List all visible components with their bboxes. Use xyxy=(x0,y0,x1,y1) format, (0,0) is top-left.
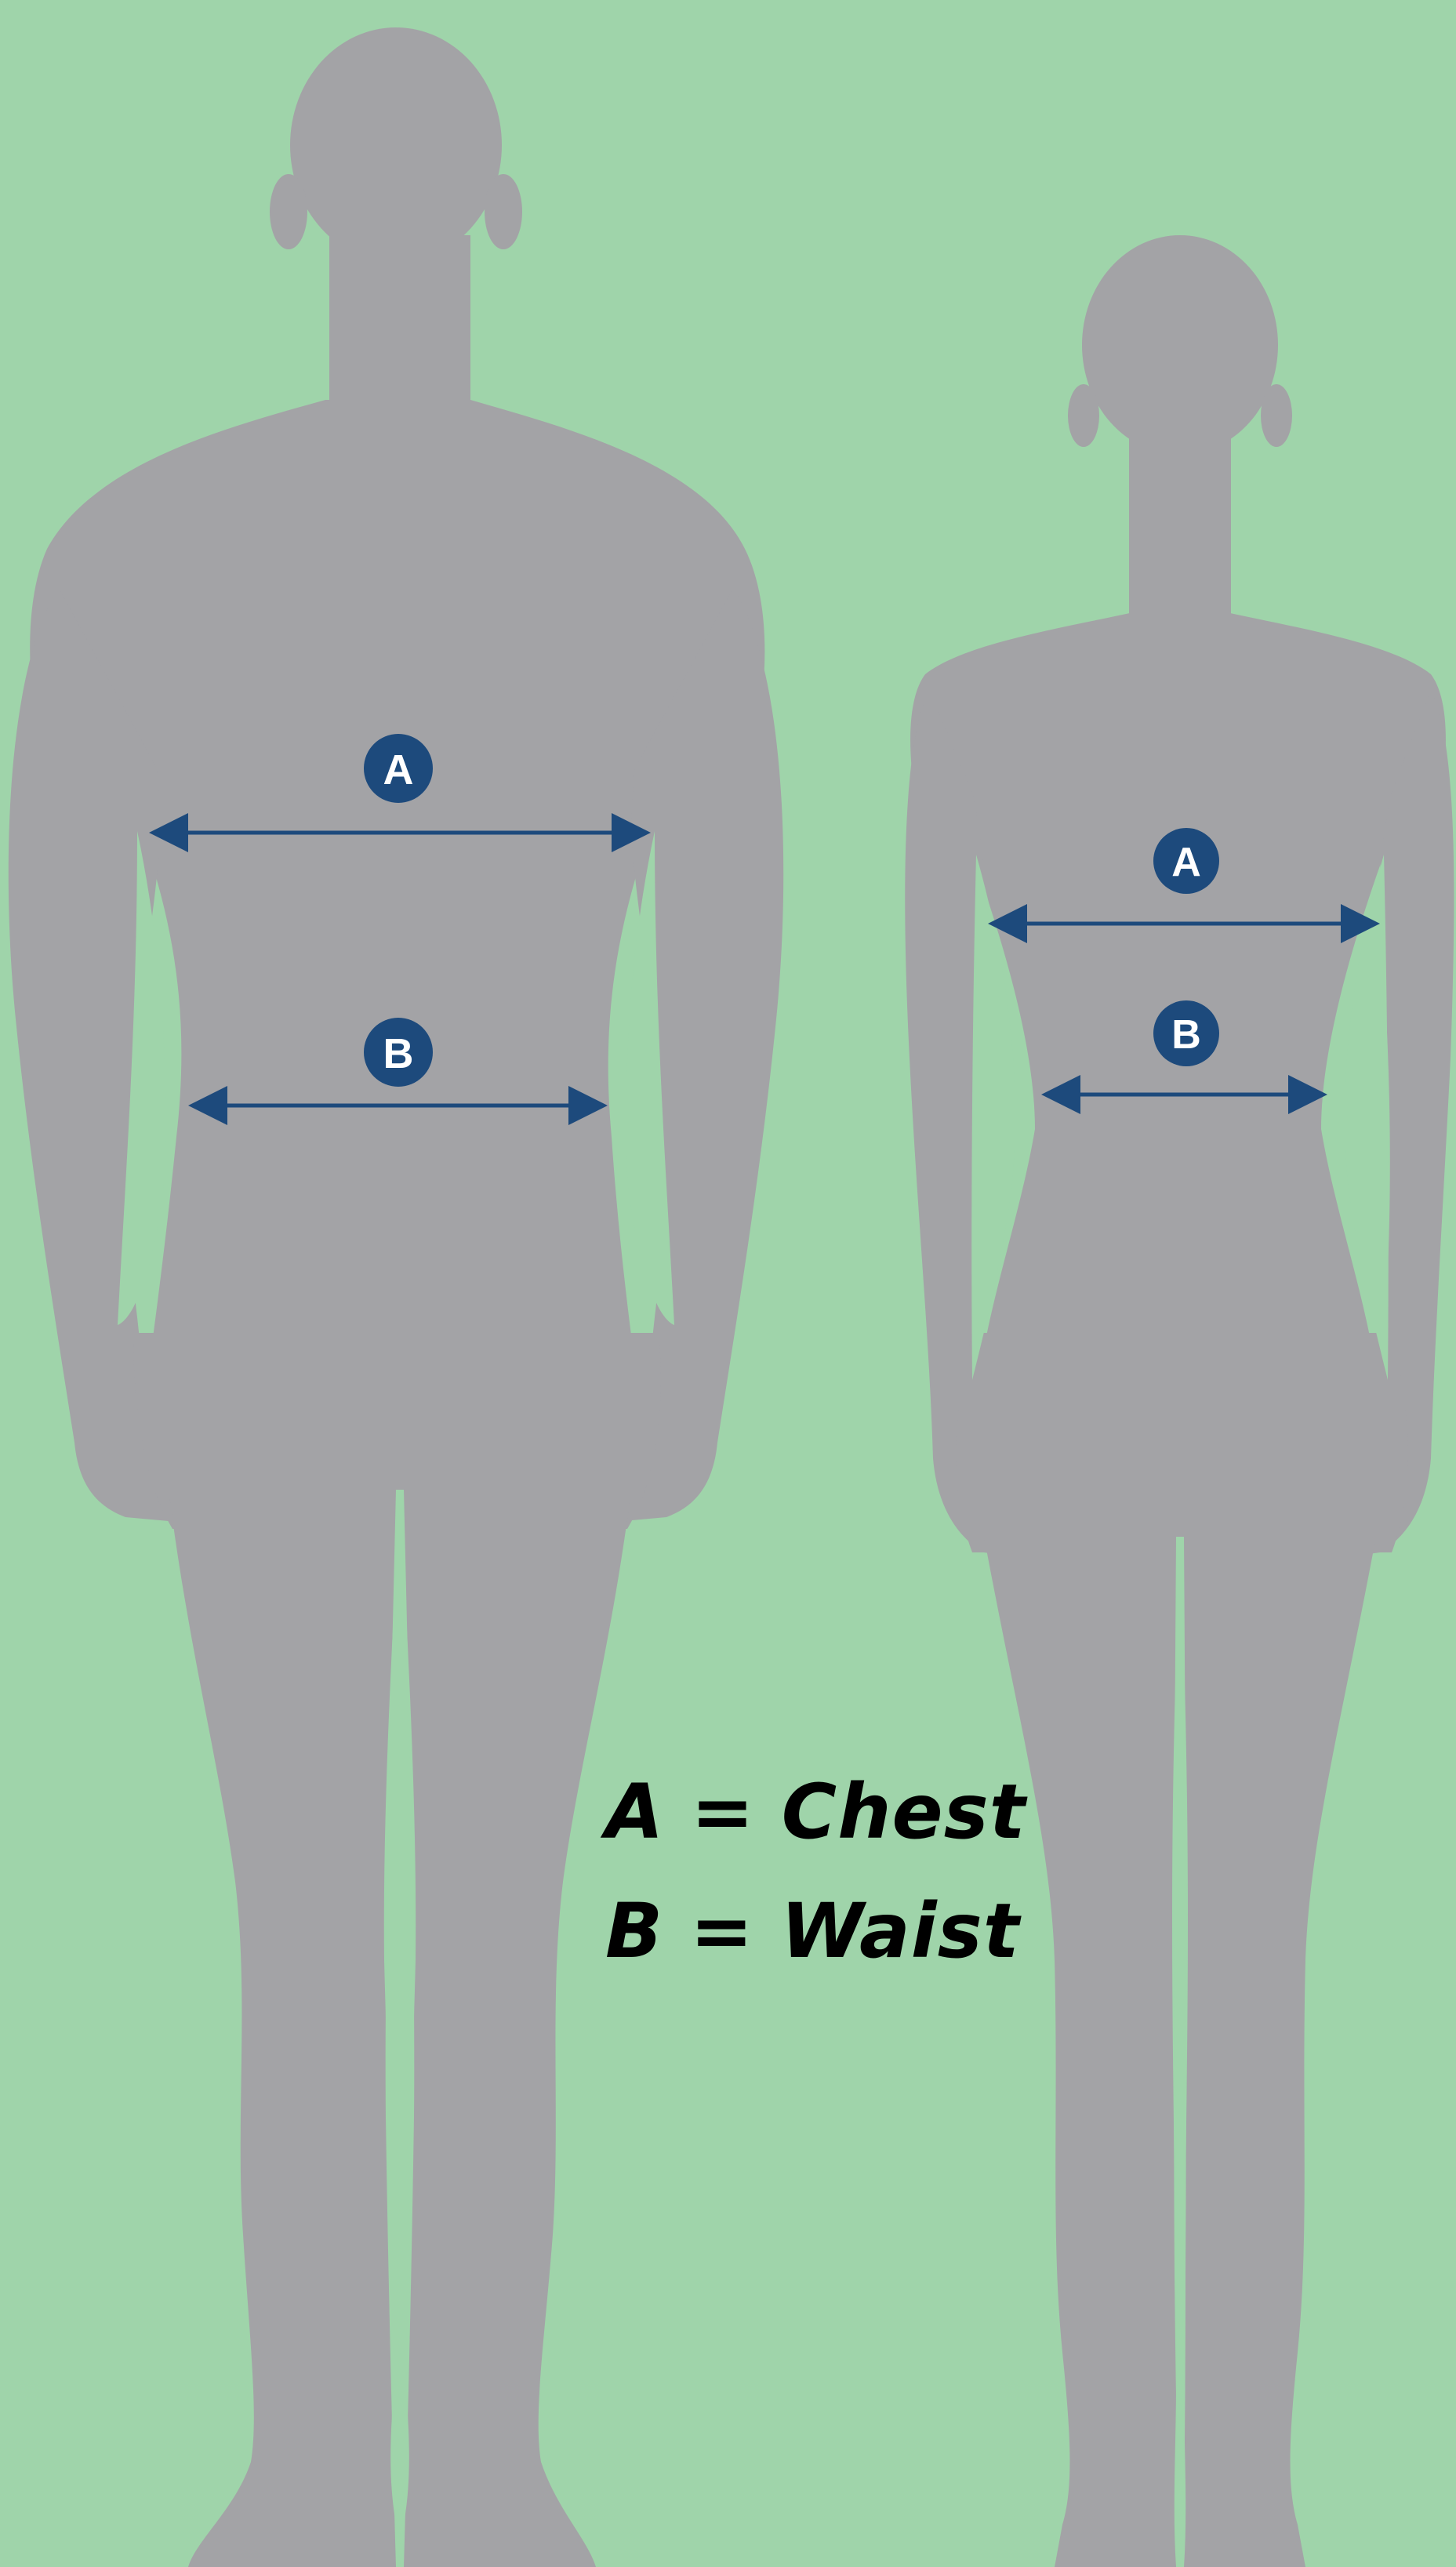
legend-equals: = xyxy=(691,1752,754,1872)
legend-row-chest: A=Chest xyxy=(605,1752,1091,1872)
legend-equals: = xyxy=(690,1872,753,1991)
male-marker-a: A xyxy=(364,734,433,803)
legend-key: B xyxy=(605,1872,663,1991)
svg-text:A: A xyxy=(383,746,414,793)
legend-row-waist: B=Waist xyxy=(605,1872,1091,1991)
svg-text:B: B xyxy=(383,1030,414,1077)
female-marker-b: B xyxy=(1153,1000,1219,1066)
svg-text:B: B xyxy=(1171,1012,1201,1058)
male-marker-b: B xyxy=(364,1018,433,1087)
legend: A=Chest B=Waist xyxy=(605,1752,1091,1991)
legend-key: A xyxy=(605,1752,664,1872)
female-marker-a: A xyxy=(1153,828,1219,894)
legend-label: Chest xyxy=(782,1752,1026,1872)
legend-label: Waist xyxy=(781,1872,1020,1991)
svg-text:A: A xyxy=(1171,840,1201,885)
